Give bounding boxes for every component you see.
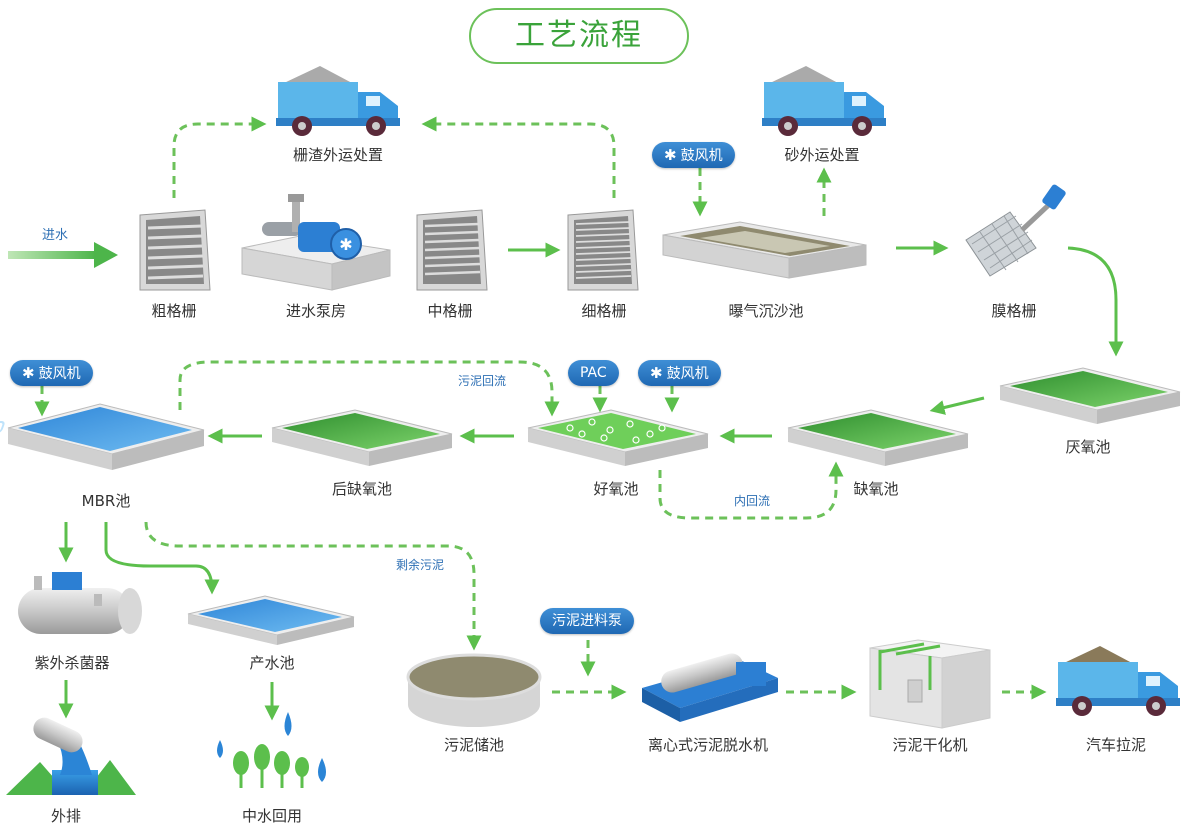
blower-grit-pill: ✱鼓风机	[652, 142, 735, 168]
excess-sludge-label: 剩余污泥	[395, 558, 445, 572]
screenings-disposal-label: 栅渣外运处置	[292, 146, 384, 164]
sand-disposal-label: 砂外运处置	[784, 146, 860, 164]
inlet-label: 进水	[41, 228, 69, 243]
fine-screen-label: 细格栅	[581, 302, 627, 320]
coarse-screen-label: 粗格栅	[151, 302, 197, 320]
truck-screenings	[276, 66, 400, 136]
blower-mbr-pill: ✱鼓风机	[10, 360, 93, 386]
fan-icon: ✱	[22, 364, 35, 382]
truck-sand	[762, 66, 886, 136]
internal-return-label: 内回流	[733, 494, 771, 508]
discharge-label: 外排	[50, 807, 82, 825]
fan-icon: ✱	[650, 364, 663, 382]
anaerobic-label: 厌氧池	[1065, 438, 1111, 456]
fine-screen	[567, 209, 639, 291]
aerobic-tank	[527, 409, 709, 466]
membrane-screen-label: 膜格栅	[991, 302, 1037, 320]
flow-mbr-to-product	[104, 522, 220, 595]
truck-label: 汽车拉泥	[1085, 736, 1147, 754]
anaerobic-tank	[999, 367, 1181, 424]
inlet-arrow	[8, 251, 96, 259]
sludge-pump-pill: 污泥进料泵	[540, 608, 634, 634]
anoxic-tank	[787, 409, 969, 466]
discharge-illustration	[6, 717, 136, 795]
anoxic-label: 缺氧池	[853, 480, 899, 498]
flow-coarse-to-disposal	[172, 116, 267, 198]
reuse-label: 中水回用	[241, 807, 303, 825]
flow-sludge-return	[178, 360, 560, 417]
centrifuge	[642, 653, 778, 722]
pump-house-label: 进水泵房	[285, 302, 347, 320]
blower-aerobic-pill: ✱鼓风机	[638, 360, 721, 386]
truck-sludge	[1056, 646, 1180, 716]
uv-sterilizer	[18, 572, 142, 634]
flow-fine-to-disposal	[421, 116, 616, 198]
flow-excess-sludge	[144, 521, 482, 651]
flow-internal-return	[658, 461, 844, 520]
sludge-storage-label: 污泥储池	[443, 736, 505, 754]
inlet-arrowhead	[94, 242, 118, 268]
sludge-return-label: 污泥回流	[457, 374, 507, 388]
post-anoxic-tank	[271, 409, 453, 466]
sludge-storage-tank	[406, 653, 542, 727]
mbr-label: MBR池	[81, 492, 131, 510]
flow-anaerobic-to-anoxic	[929, 396, 985, 415]
product-water-label: 产水池	[249, 654, 295, 672]
pump-house: ✱	[241, 194, 391, 291]
membrane-screen	[965, 184, 1066, 277]
fan-icon: ✱	[664, 146, 677, 164]
post-anoxic-label: 后缺氧池	[331, 480, 393, 498]
dryer	[869, 639, 991, 729]
page-title: 工艺流程	[469, 8, 689, 64]
centrifuge-label: 离心式污泥脱水机	[647, 736, 769, 754]
medium-screen-label: 中格栅	[427, 302, 473, 320]
reuse-illustration	[217, 712, 326, 788]
pac-pill: PAC	[568, 360, 619, 386]
svg-text:✱: ✱	[339, 235, 352, 254]
grit-chamber	[662, 221, 867, 279]
flow-membrane-to-anaerobic	[1067, 246, 1124, 357]
coarse-screen	[139, 209, 211, 291]
grit-chamber-label: 曝气沉沙池	[728, 302, 804, 320]
mbr-tank	[0, 403, 205, 470]
medium-screen	[416, 209, 488, 291]
aerobic-label: 好氧池	[593, 480, 639, 498]
uv-label: 紫外杀菌器	[34, 654, 110, 672]
dryer-label: 污泥干化机	[892, 736, 968, 754]
product-water-tank	[187, 595, 355, 645]
